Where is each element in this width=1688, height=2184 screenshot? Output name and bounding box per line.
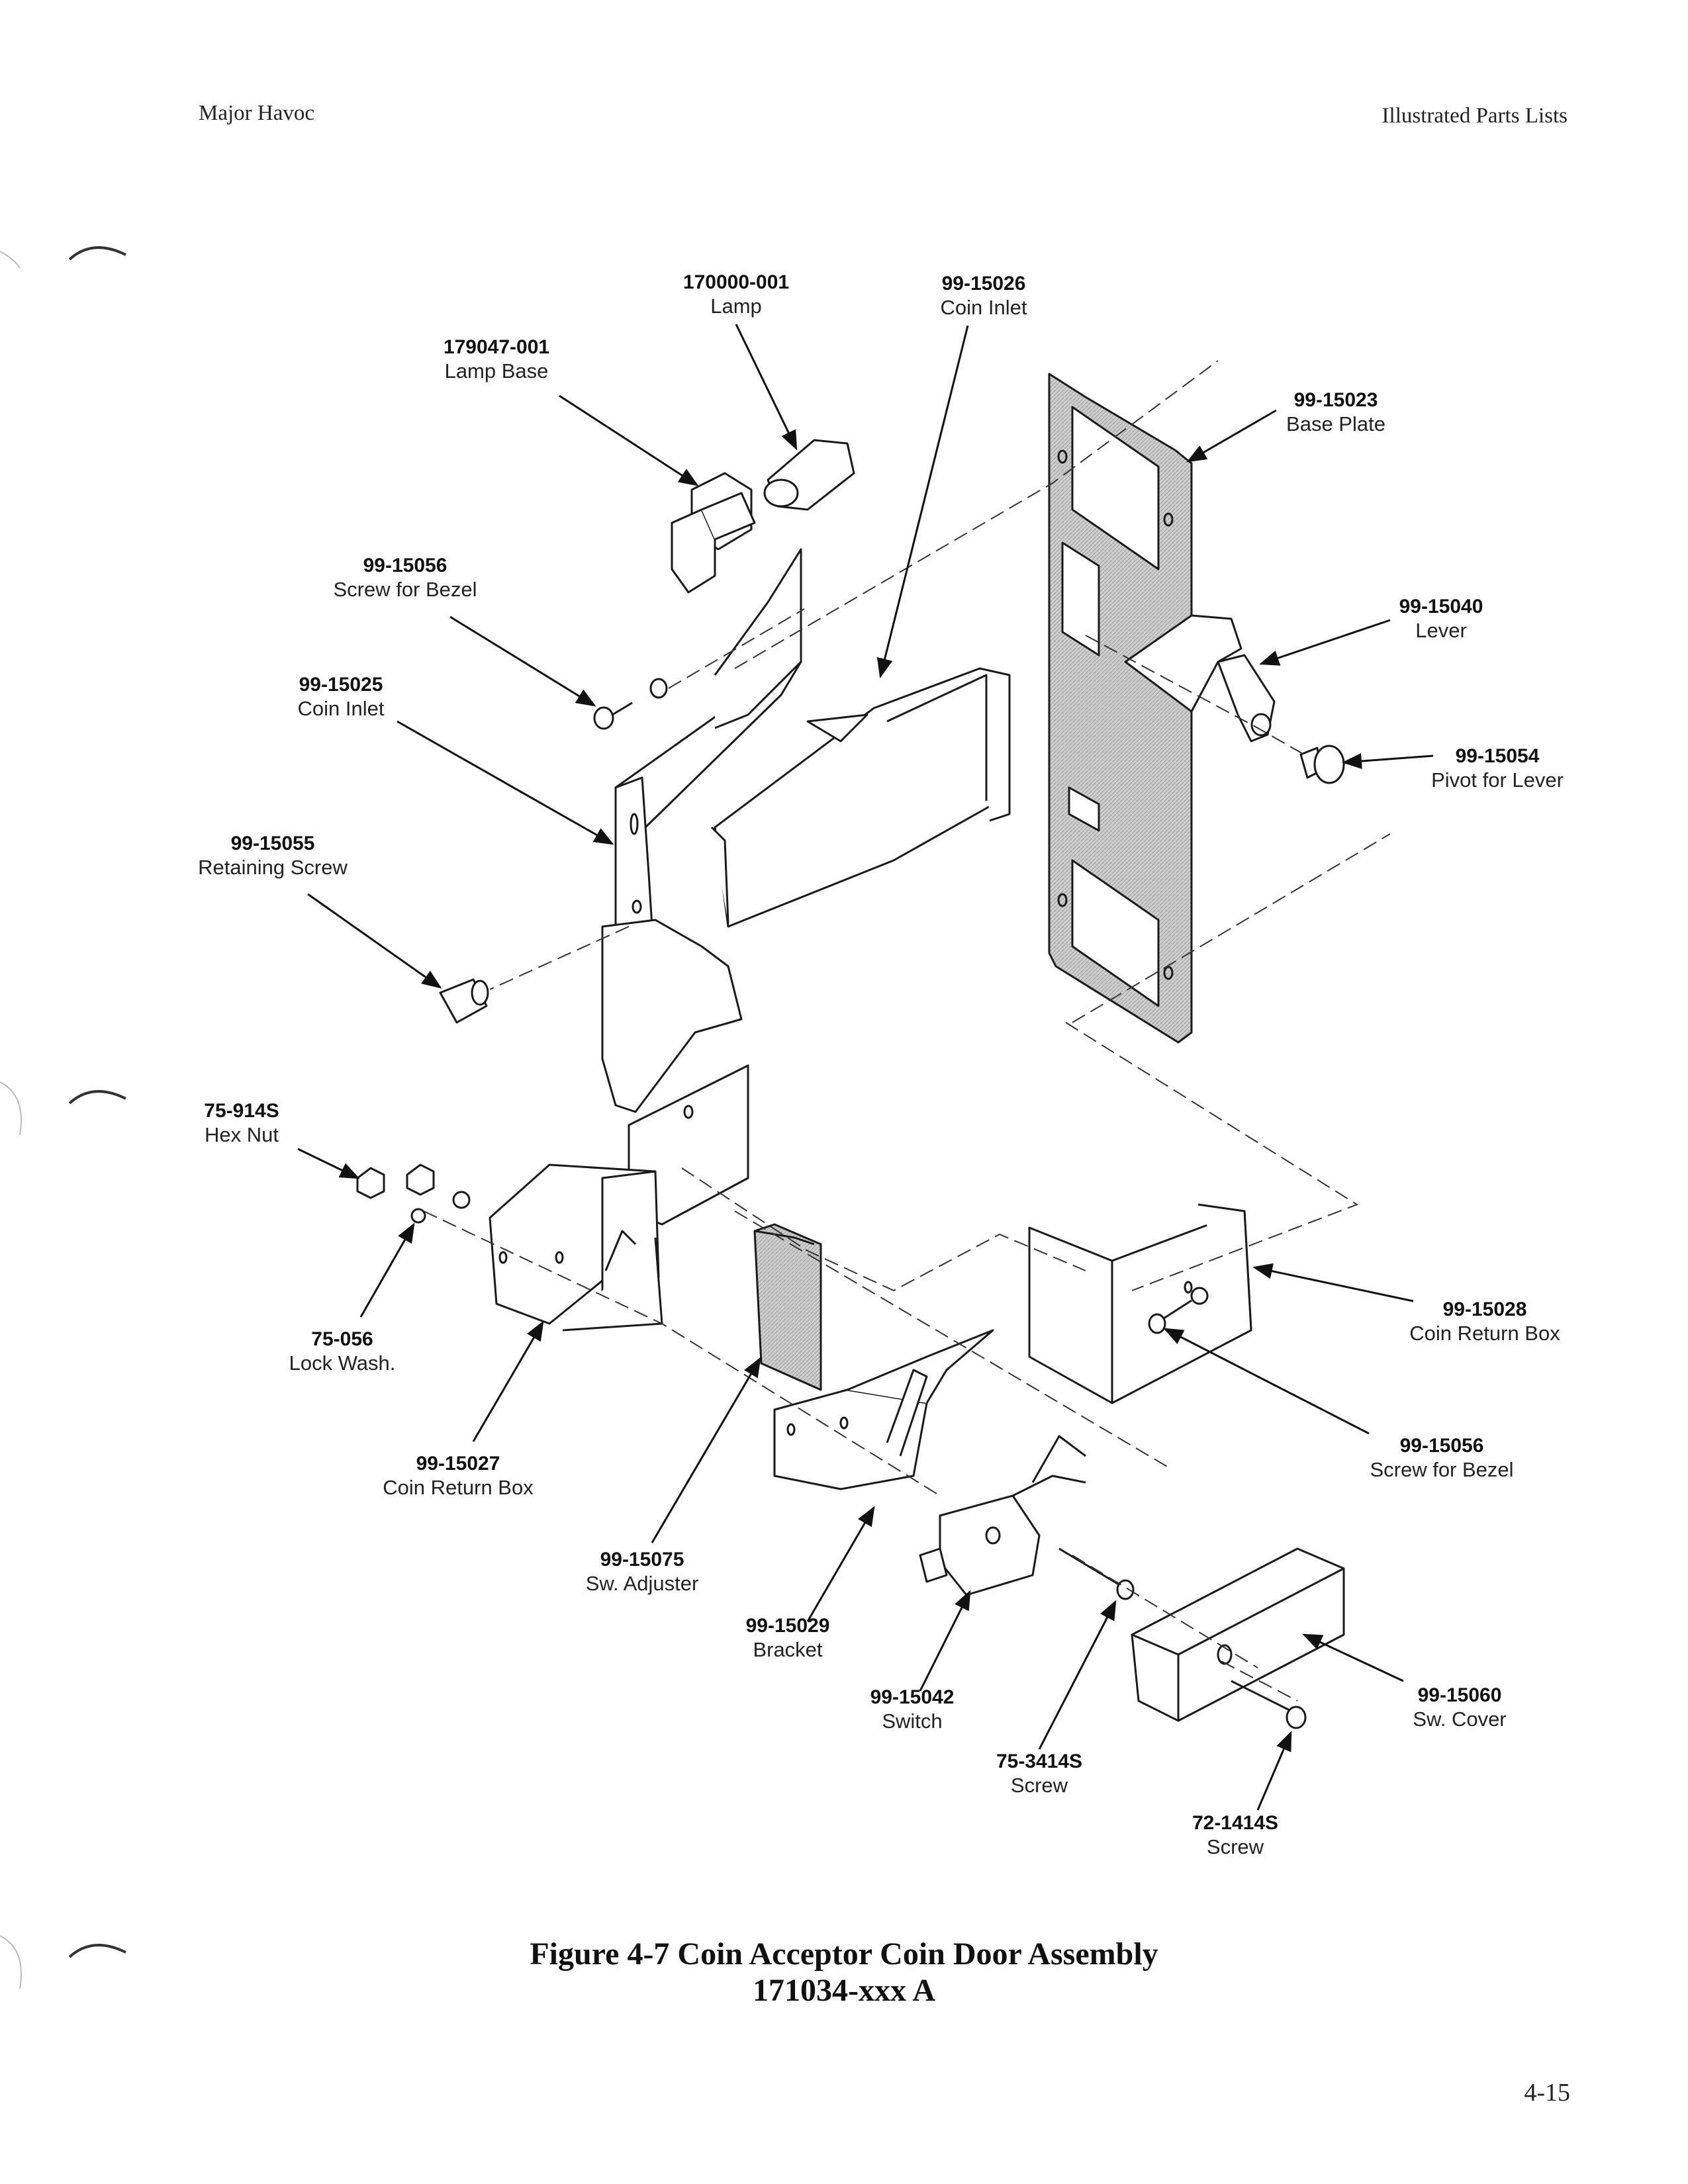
part-name: Lever — [1415, 618, 1467, 642]
screw-3414-part — [1058, 1547, 1135, 1600]
part-name: Coin Return Box — [1409, 1321, 1560, 1345]
part-name: Screw for Bezel — [333, 577, 477, 601]
part-number: 72-1414S — [1192, 1812, 1279, 1834]
part-number: 99-15075 — [600, 1549, 684, 1570]
part-number: 99-15040 — [1399, 596, 1483, 617]
screw-for-bezel-bottom-part — [1148, 1287, 1209, 1334]
part-number: 99-15060 — [1417, 1684, 1502, 1706]
figure-caption-part-number: 171034-xxx A — [753, 1973, 935, 2009]
callout-lock-wash: 75-056 Lock Wash. — [289, 1328, 396, 1375]
part-number: 99-15027 — [416, 1453, 500, 1475]
callout-base-plate: 99-15023 Base Plate — [1286, 389, 1385, 435]
part-number: 179047-001 — [443, 336, 550, 358]
callout-screw-for-bezel-top: 99-15056 Screw for Bezel — [333, 555, 477, 601]
sw-adjuster-part — [753, 1223, 822, 1391]
callout-coin-inlet-top: 99-15026 Coin Inlet — [941, 273, 1027, 319]
binder-hole-mark-top — [0, 246, 126, 269]
part-name: Bracket — [753, 1637, 823, 1661]
part-name: Lamp — [710, 294, 762, 318]
part-name: Lock Wash. — [289, 1351, 396, 1375]
part-name: Pivot for Lever — [1431, 768, 1564, 792]
callout-screw-3414: 75-3414S Screw — [996, 1751, 1082, 1797]
part-number: 99-15025 — [299, 674, 383, 696]
running-header-right: Illustrated Parts Lists — [1382, 104, 1568, 128]
part-name: Hex Nut — [205, 1122, 279, 1146]
binder-hole-mark-middle — [0, 1081, 126, 1136]
part-number: 99-15029 — [745, 1615, 830, 1637]
lever-part — [1124, 614, 1276, 743]
coin-return-box-right-part — [1028, 1203, 1252, 1404]
switch-part — [919, 1435, 1086, 1596]
figure-caption: Figure 4-7 Coin Acceptor Coin Door Assem… — [0, 1936, 1688, 2009]
callout-hex-nut: 75-914S Hex Nut — [204, 1100, 279, 1146]
part-name: Screw for Bezel — [1370, 1457, 1514, 1481]
screw-1414-part — [1231, 1680, 1307, 1729]
sw-cover-part — [1131, 1547, 1345, 1722]
part-name: Coin Return Box — [383, 1475, 534, 1499]
callout-pivot-for-lever: 99-15054 Pivot for Lever — [1431, 745, 1564, 792]
part-number: 99-15056 — [1399, 1435, 1484, 1457]
callout-sw-cover: 99-15060 Sw. Cover — [1413, 1684, 1506, 1731]
part-number: 99-15028 — [1442, 1298, 1527, 1320]
retaining-screw-part — [439, 978, 489, 1024]
part-name: Retaining Screw — [198, 855, 348, 879]
part-name: Base Plate — [1286, 412, 1385, 435]
callout-screw-for-bezel-bottom: 99-15056 Screw for Bezel — [1370, 1435, 1513, 1481]
callout-switch: 99-15042 Switch — [870, 1686, 955, 1733]
part-name: Coin Inlet — [297, 696, 385, 720]
part-number: 75-3414S — [996, 1751, 1083, 1772]
callout-lamp-base: 179047-001 Lamp Base — [444, 336, 549, 383]
part-number: 99-15055 — [230, 833, 315, 854]
part-name: Sw. Cover — [1413, 1707, 1507, 1731]
callout-bracket: 99-15029 Bracket — [746, 1615, 830, 1661]
callout-lever: 99-15040 Lever — [1399, 596, 1483, 642]
part-name: Coin Inlet — [940, 295, 1027, 319]
callout-coin-return-box-right: 99-15028 Coin Return Box — [1409, 1298, 1560, 1345]
callout-screw-1414: 72-1414S Screw — [1192, 1812, 1278, 1858]
part-number: 99-15056 — [363, 555, 447, 576]
coin-inlet-upper-part — [614, 548, 1011, 928]
leader-lines — [297, 324, 1434, 1811]
callout-lamp: 170000-001 Lamp — [683, 271, 789, 318]
part-number: 99-15023 — [1293, 389, 1378, 411]
part-name: Sw. Adjuster — [585, 1571, 699, 1595]
base-plate-part — [1048, 373, 1193, 1044]
part-name: Screw — [1206, 1835, 1264, 1858]
screw-for-bezel-top-part — [593, 678, 668, 730]
part-number: 99-15026 — [941, 273, 1026, 295]
lamp-part — [763, 439, 855, 511]
part-name: Switch — [882, 1709, 943, 1733]
part-name: Lamp Base — [444, 359, 549, 383]
callout-coin-return-box-left: 99-15027 Coin Return Box — [383, 1453, 533, 1499]
running-header-left: Major Havoc — [199, 101, 315, 125]
part-number: 75-056 — [311, 1328, 373, 1350]
binder-hole-mark-bottom — [0, 1935, 126, 1989]
hex-nut-parts — [356, 1163, 471, 1224]
part-number: 99-15042 — [870, 1686, 955, 1708]
callout-sw-adjuster: 99-15075 Sw. Adjuster — [586, 1549, 699, 1595]
coin-return-box-left-part — [489, 919, 749, 1332]
lamp-base-part — [671, 472, 756, 594]
part-number: 170000-001 — [682, 271, 790, 293]
callout-retaining-screw: 99-15055 Retaining Screw — [198, 833, 348, 879]
figure-caption-title: Figure 4-7 Coin Acceptor Coin Door Assem… — [530, 1936, 1158, 1972]
part-name: Screw — [1010, 1773, 1068, 1797]
page-number: 4-15 — [1524, 2079, 1570, 2107]
part-number: 99-15054 — [1455, 745, 1540, 767]
coin-inlet-left-part — [614, 548, 802, 938]
assembly-center-lines — [423, 360, 1391, 1702]
callout-coin-inlet-left: 99-15025 Coin Inlet — [298, 674, 385, 720]
part-number: 75-914S — [204, 1100, 279, 1122]
pivot-part — [1299, 745, 1345, 784]
